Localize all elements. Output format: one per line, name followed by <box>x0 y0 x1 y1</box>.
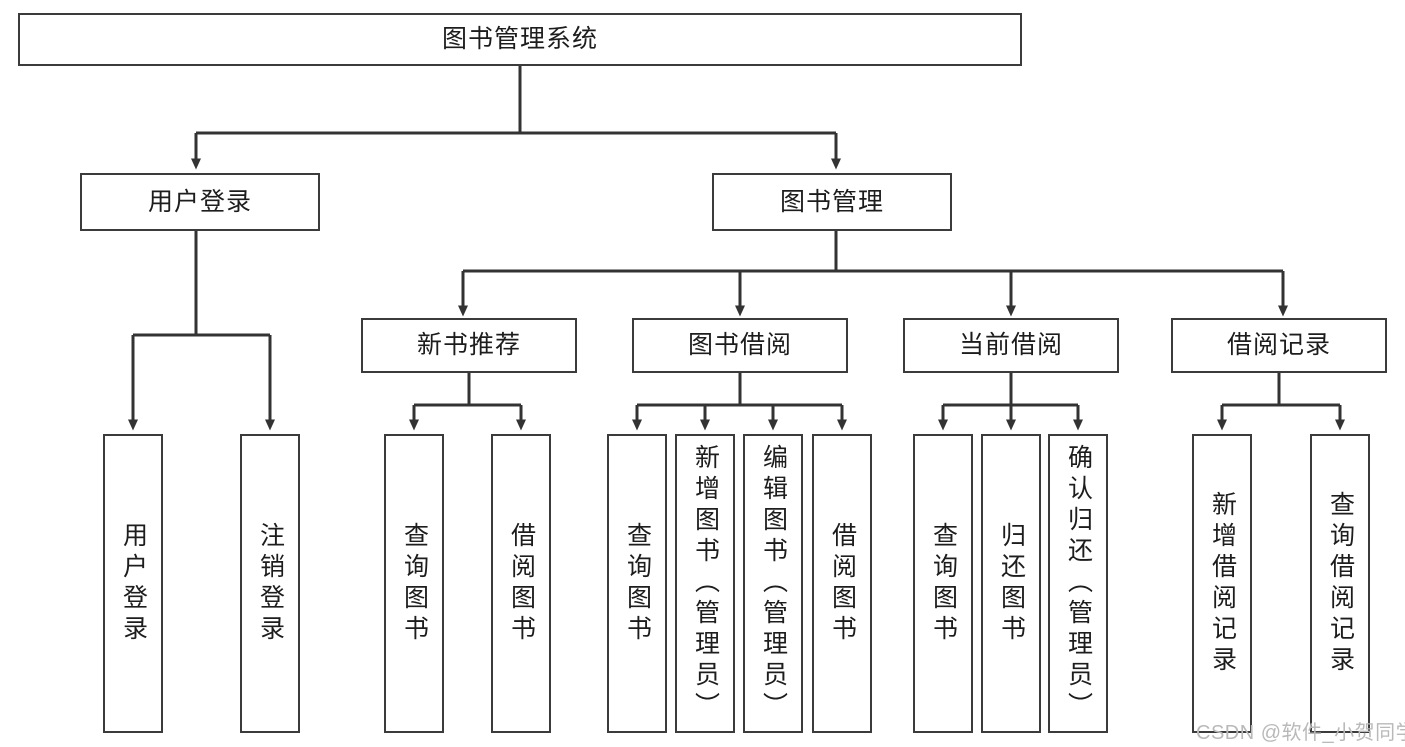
leaf-label: 新增图书（管理员） <box>691 444 720 723</box>
leaf-confirm-return[interactable]: 确认归还（管理员） <box>1048 434 1108 733</box>
leaf-label: 新增借阅记录 <box>1208 490 1237 677</box>
node-root-system[interactable]: 图书管理系统 <box>18 13 1022 66</box>
leaf-label: 用户登录 <box>119 521 148 646</box>
node-borrow-record[interactable]: 借阅记录 <box>1171 318 1387 373</box>
node-current-borrow[interactable]: 当前借阅 <box>903 318 1119 373</box>
leaf-user-login[interactable]: 用户登录 <box>103 434 163 733</box>
leaf-add-book[interactable]: 新增图书（管理员） <box>675 434 735 733</box>
leaf-borrow-book-1[interactable]: 借阅图书 <box>491 434 551 733</box>
leaf-label: 查询图书 <box>623 521 652 646</box>
leaf-label: 借阅图书 <box>507 521 536 646</box>
node-book-management[interactable]: 图书管理 <box>712 173 952 231</box>
leaf-label: 归还图书 <box>997 521 1026 646</box>
node-book-borrow[interactable]: 图书借阅 <box>632 318 848 373</box>
leaf-label: 注销登录 <box>256 521 285 646</box>
leaf-label: 查询借阅记录 <box>1326 490 1355 677</box>
leaf-label: 查询图书 <box>400 521 429 646</box>
leaf-return-book[interactable]: 归还图书 <box>981 434 1041 733</box>
leaf-query-book-3[interactable]: 查询图书 <box>913 434 973 733</box>
leaf-query-book-2[interactable]: 查询图书 <box>607 434 667 733</box>
leaf-add-borrow-record[interactable]: 新增借阅记录 <box>1192 434 1252 733</box>
node-user-login[interactable]: 用户登录 <box>80 173 320 231</box>
leaf-edit-book[interactable]: 编辑图书（管理员） <box>743 434 803 733</box>
node-new-book-recommend[interactable]: 新书推荐 <box>361 318 577 373</box>
leaf-query-borrow-record[interactable]: 查询借阅记录 <box>1310 434 1370 733</box>
leaf-query-book-1[interactable]: 查询图书 <box>384 434 444 733</box>
leaf-logout-login[interactable]: 注销登录 <box>240 434 300 733</box>
leaf-label: 借阅图书 <box>828 521 857 646</box>
leaf-label: 编辑图书（管理员） <box>759 444 788 723</box>
leaf-label: 查询图书 <box>929 521 958 646</box>
leaf-label: 确认归还（管理员） <box>1064 444 1093 723</box>
csdn-watermark: CSDN @软件_小贺同学 <box>1196 722 1405 744</box>
leaf-borrow-book-2[interactable]: 借阅图书 <box>812 434 872 733</box>
